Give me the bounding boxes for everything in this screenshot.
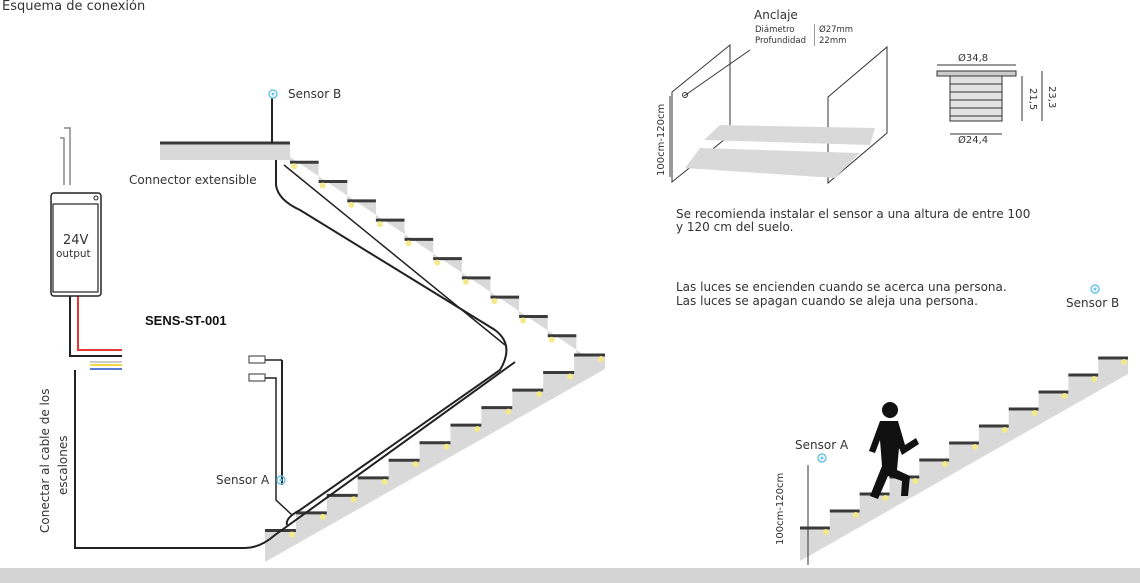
step-light	[520, 317, 527, 324]
cables	[60, 98, 516, 549]
power-supply	[50, 192, 102, 297]
page-title: Esquema de conexión	[2, 0, 146, 14]
top-diameter: Ø34,8	[958, 53, 989, 64]
right-sensor-b-label: Sensor B	[1066, 296, 1120, 310]
step-light	[942, 461, 949, 467]
behavior-note-line1: Las luces se encienden cuando se acerca …	[676, 280, 1007, 294]
depth-value: 22mm	[819, 36, 847, 46]
step-light	[822, 529, 829, 535]
sensor-icons	[268, 89, 1100, 485]
step-light	[462, 278, 469, 285]
step-light	[405, 240, 412, 247]
step-light	[598, 356, 604, 362]
anchor-divider	[814, 24, 815, 46]
sensor-b-label: Sensor B	[288, 87, 342, 101]
diameter-value: Ø27mm	[819, 25, 854, 35]
psu-output-label: output	[56, 248, 91, 260]
total-height: 23,3	[1046, 86, 1057, 109]
stair-body	[265, 355, 605, 562]
step-light	[412, 461, 419, 468]
step-light	[291, 163, 297, 170]
cable-note-line2: escalones	[56, 435, 70, 495]
step-light	[381, 478, 388, 485]
bottom-diameter: Ø24,4	[958, 135, 989, 146]
psu-voltage: 24V	[63, 233, 89, 248]
step-light	[1031, 410, 1038, 416]
install-note-line2: y 120 cm del suelo.	[676, 220, 794, 234]
step-light	[376, 221, 383, 228]
step-light	[1091, 376, 1098, 382]
connector-label: Connector extensible	[129, 173, 257, 187]
step-light	[505, 408, 512, 415]
sensor-dimension-drawing	[936, 64, 1043, 135]
stair-body	[290, 143, 605, 369]
step-light	[882, 495, 889, 501]
step-light	[912, 478, 919, 484]
person-icon	[869, 402, 919, 499]
step-light	[491, 298, 498, 305]
left-staircase	[265, 143, 605, 562]
step-light	[434, 259, 441, 266]
top-landing	[160, 144, 290, 160]
connector-plugs	[248, 355, 266, 382]
right-sensor-a-label: Sensor A	[795, 438, 849, 452]
step-light	[474, 426, 481, 433]
cable-note-line1: Conectar al cable de los	[38, 388, 52, 533]
install-note-line1: Se recomienda instalar el sensor a una a…	[676, 207, 1031, 221]
behavior-note-line2: Las luces se apagan cuando se aleja una …	[676, 294, 978, 308]
step-light	[1001, 427, 1008, 433]
anchor-height-range: 100cm-120cm	[656, 103, 667, 176]
step-light	[348, 201, 355, 208]
body-height: 21,5	[1027, 88, 1038, 111]
step-light	[443, 443, 450, 450]
right-height-range: 100cm-120cm	[775, 472, 786, 545]
right-staircase	[800, 356, 1128, 561]
step-light	[319, 182, 326, 189]
step-light	[350, 496, 357, 503]
anchor-illustration	[669, 43, 888, 185]
step-light	[1121, 359, 1127, 365]
diameter-label: Diámetro	[755, 25, 795, 35]
stair-body	[800, 358, 1128, 561]
step-light	[548, 336, 555, 343]
model-label: SENS-ST-001	[145, 313, 227, 328]
step-light	[319, 513, 326, 520]
step-light	[852, 512, 859, 518]
floor	[0, 568, 1140, 583]
step-light	[288, 531, 295, 538]
depth-label: Profundidad	[755, 36, 807, 46]
step-light	[1061, 393, 1068, 399]
sensor-a-label: Sensor A	[216, 473, 270, 487]
step-light	[971, 444, 978, 450]
anchor-title: Anclaje	[754, 8, 798, 22]
step-light	[567, 373, 574, 380]
step-light	[536, 391, 543, 398]
